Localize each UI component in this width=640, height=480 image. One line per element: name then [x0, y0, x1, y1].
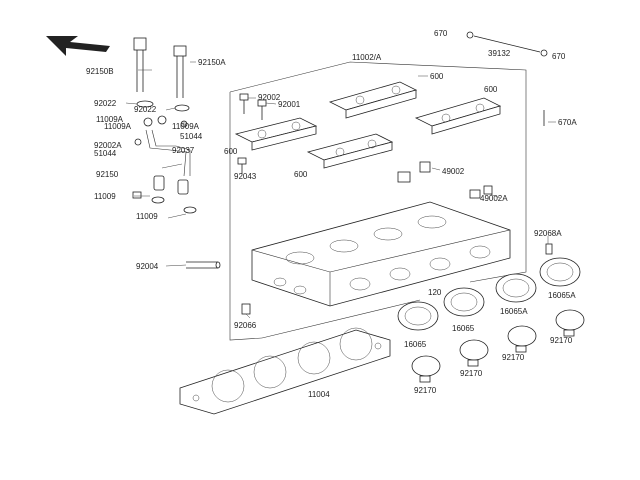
- plug-92068A: [545, 243, 553, 255]
- cam-holder-1: [234, 117, 318, 151]
- label-92004: 92004: [136, 262, 159, 271]
- clamp-92170-1: [411, 355, 441, 383]
- cam-holder-3: [328, 81, 418, 119]
- label-92150A: 92150A: [198, 58, 226, 67]
- label-92043: 92043: [234, 172, 257, 181]
- label-11009-a: 11009: [94, 192, 116, 201]
- label-670-a: 670: [434, 29, 448, 38]
- label-92002A: 92002A: [94, 141, 122, 150]
- head-bolt-92150B: [133, 37, 147, 92]
- label-92170-a: 92170: [550, 336, 573, 345]
- label-92170-b: 92170: [502, 353, 525, 362]
- label-11009A-1: 11009A: [96, 115, 124, 124]
- label-49002: 49002: [442, 167, 465, 176]
- label-11009-b: 11009: [136, 212, 158, 221]
- label-16065A-1: 16065A: [548, 291, 576, 300]
- label-670A: 670A: [558, 118, 577, 127]
- label-51044-b: 51044: [94, 149, 117, 158]
- label-11004: 11004: [308, 390, 330, 399]
- label-600-c: 600: [430, 72, 444, 81]
- clamp-92170-2: [459, 339, 489, 367]
- bolt-92043: [237, 157, 247, 174]
- intake-holder-3: [495, 273, 537, 303]
- oil-line-39132: [466, 31, 548, 57]
- label-92068A: 92068A: [534, 229, 562, 238]
- label-92002: 92002: [258, 93, 281, 102]
- label-16065A-2: 16065A: [500, 307, 528, 316]
- label-92001: 92001: [278, 100, 301, 109]
- label-120: 120: [428, 288, 442, 297]
- label-11009A-3: 11009A: [172, 122, 200, 131]
- dowel-92066: [241, 303, 251, 315]
- arrow-up-left-icon: [46, 36, 110, 56]
- cam-holder-2: [306, 133, 394, 169]
- label-11009A-2: 11009A: [104, 122, 132, 131]
- label-600-b: 600: [294, 170, 308, 179]
- intake-holder-2: [443, 287, 485, 317]
- bolt-92001: [257, 99, 267, 120]
- plug-49002A: [469, 185, 493, 199]
- label-11002A: 11002/A: [352, 53, 382, 62]
- bolt-92002: [239, 93, 249, 114]
- washer-92022-right: [174, 104, 190, 112]
- stud-92004: [186, 261, 221, 269]
- cam-holder-4: [414, 97, 502, 135]
- label-92150: 92150: [96, 170, 119, 179]
- label-92037: 92037: [172, 146, 195, 155]
- label-51044-a: 51044: [180, 132, 203, 141]
- label-49002A: 49002A: [480, 194, 508, 203]
- label-670-b: 670: [552, 52, 566, 61]
- head-bolt-92150A: [173, 45, 187, 98]
- head-gasket-11004: [179, 327, 391, 415]
- label-92170-c: 92170: [460, 369, 483, 378]
- label-39132: 39132: [488, 49, 511, 58]
- label-92150B: 92150B: [86, 67, 114, 76]
- label-92022-a: 92022: [94, 99, 117, 108]
- intake-holder-1: [397, 301, 439, 331]
- intake-holder-4: [539, 257, 581, 287]
- leader-lines: [125, 61, 556, 319]
- label-600-a: 600: [224, 147, 238, 156]
- part-labels: 92150B 92150A 92022 92022 11009A 11009A …: [86, 29, 577, 399]
- label-16065-a: 16065: [452, 324, 475, 333]
- label-92170-d: 92170: [414, 386, 437, 395]
- clamp-92170-3: [507, 325, 537, 353]
- clamp-92170-4: [555, 309, 585, 337]
- label-92066: 92066: [234, 321, 257, 330]
- plug-49002: [397, 161, 431, 183]
- label-92022-b: 92022: [134, 105, 157, 114]
- cylinder-head-body: [251, 201, 511, 307]
- oil-pipe-assembly: [132, 115, 197, 214]
- label-600-d: 600: [484, 85, 498, 94]
- label-16065-b: 16065: [404, 340, 427, 349]
